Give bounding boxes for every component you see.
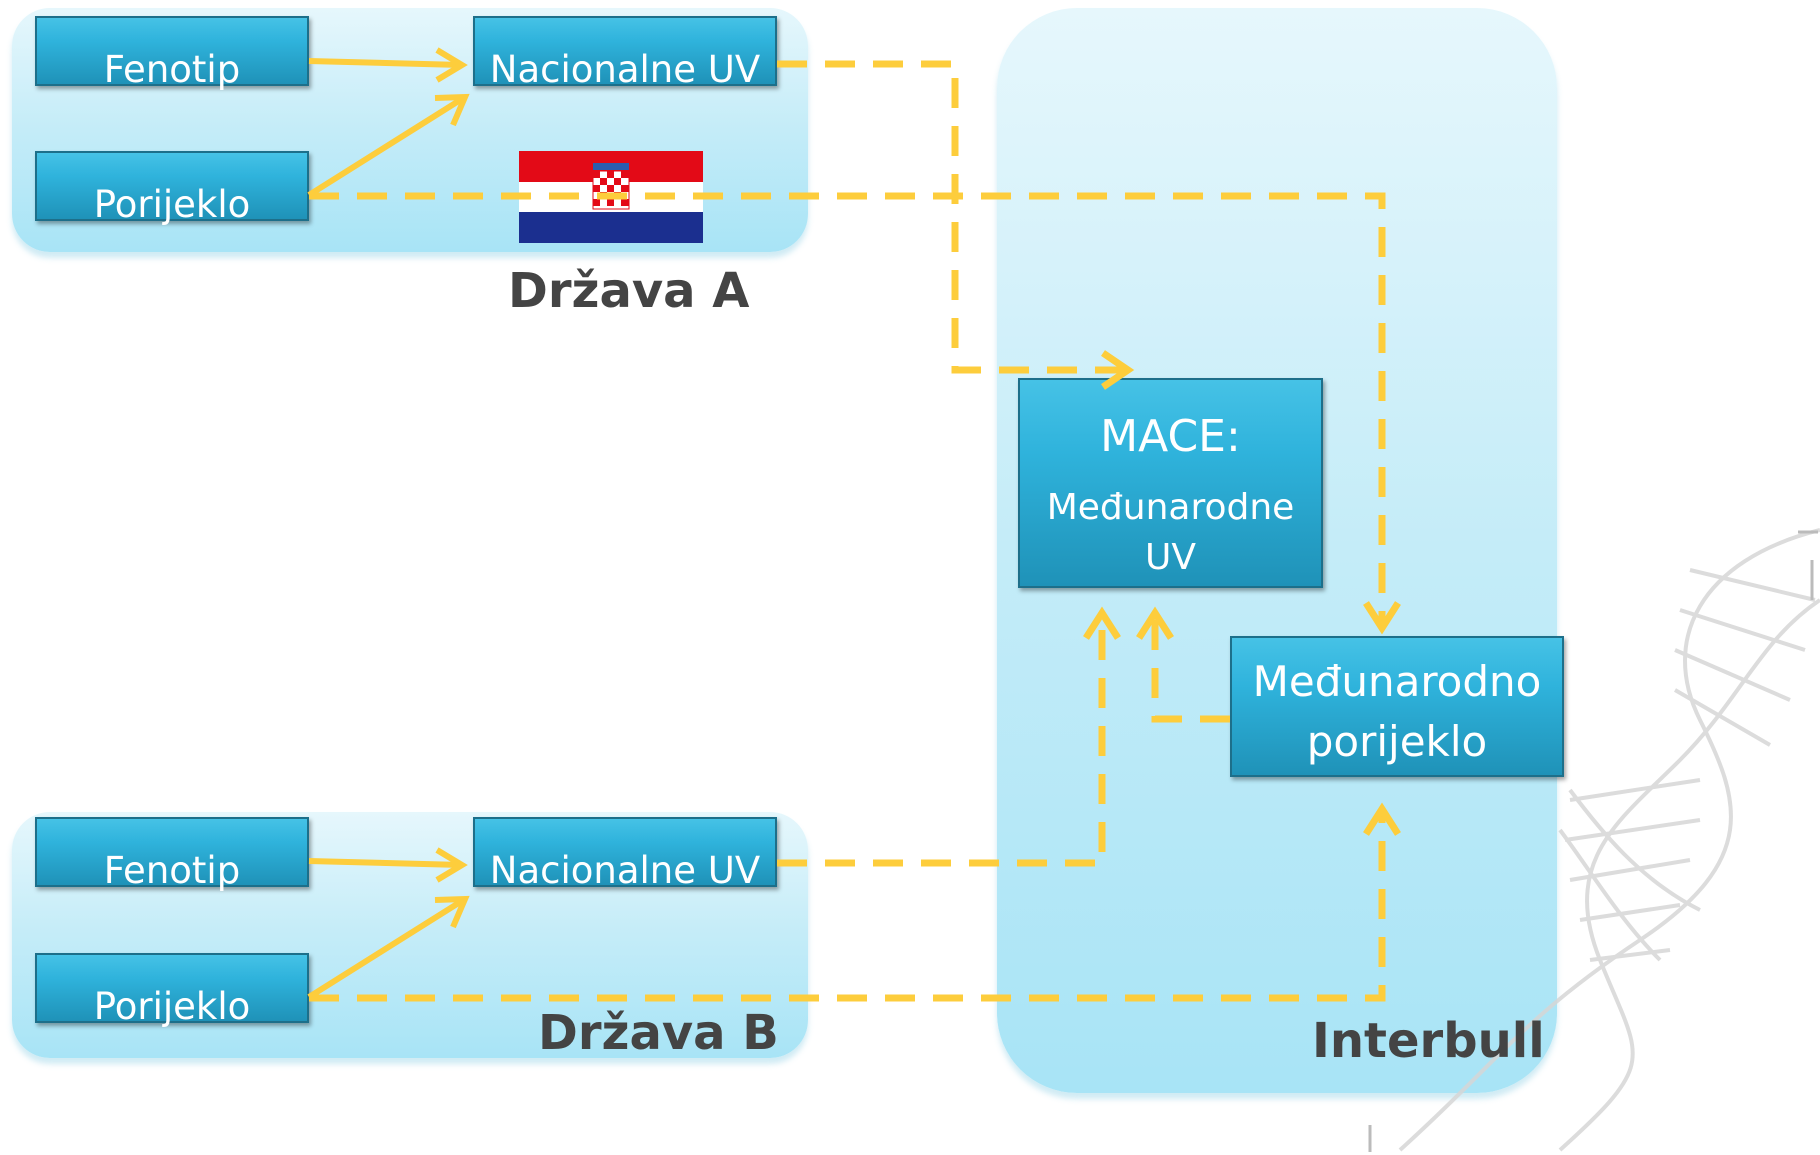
international-pedigree-box: Međunarodno porijeklo	[1230, 636, 1564, 777]
country-a-nacionalne-uv-box: Nacionalne UV	[473, 16, 777, 91]
country-b-fenotip-arrow	[308, 847, 468, 883]
country-b-porijeklo-arrow	[307, 895, 470, 1000]
mace-line1: Međunarodne	[1046, 486, 1295, 528]
country-b-porijeklo-box: Porijeklo	[35, 953, 309, 1028]
country-a-nacionalne-uv-label: Nacionalne UV	[489, 48, 761, 91]
country-a-pedigree-to-international-arrow	[309, 192, 1386, 625]
country-b-pedigree-to-international-arrow	[309, 812, 1386, 1002]
country-a-porijeklo-label: Porijeklo	[93, 183, 251, 226]
country-b-label: Država B	[538, 1005, 779, 1061]
country-a-fenotip-arrow	[308, 47, 468, 83]
country-b-porijeklo-label: Porijeklo	[93, 985, 251, 1028]
country-a-fenotip-box: Fenotip	[35, 16, 309, 91]
international-pedigree-line1: Međunarodno	[1252, 656, 1542, 706]
mace-box: MACE: Međunarodne UV	[1018, 378, 1323, 588]
country-b-fenotip-box: Fenotip	[35, 817, 309, 892]
interbull-label: Interbull	[1312, 1013, 1545, 1069]
country-b-nacionalne-uv-label: Nacionalne UV	[489, 849, 761, 892]
country-a-uv-to-mace-arrow	[777, 60, 1128, 374]
country-a-porijeklo-arrow	[307, 93, 470, 198]
country-b-fenotip-label: Fenotip	[103, 849, 241, 892]
country-a-label: Država A	[508, 263, 750, 319]
country-a-porijeklo-box: Porijeklo	[35, 151, 309, 226]
country-b-uv-to-mace-arrow	[777, 613, 1106, 867]
mace-title: MACE:	[1100, 411, 1241, 462]
mace-line2: UV	[1145, 536, 1196, 578]
international-pedigree-line2: porijeklo	[1306, 716, 1488, 766]
country-a-fenotip-label: Fenotip	[103, 48, 241, 91]
country-b-nacionalne-uv-box: Nacionalne UV	[473, 817, 777, 892]
international-pedigree-to-mace-arrow	[1151, 613, 1230, 723]
